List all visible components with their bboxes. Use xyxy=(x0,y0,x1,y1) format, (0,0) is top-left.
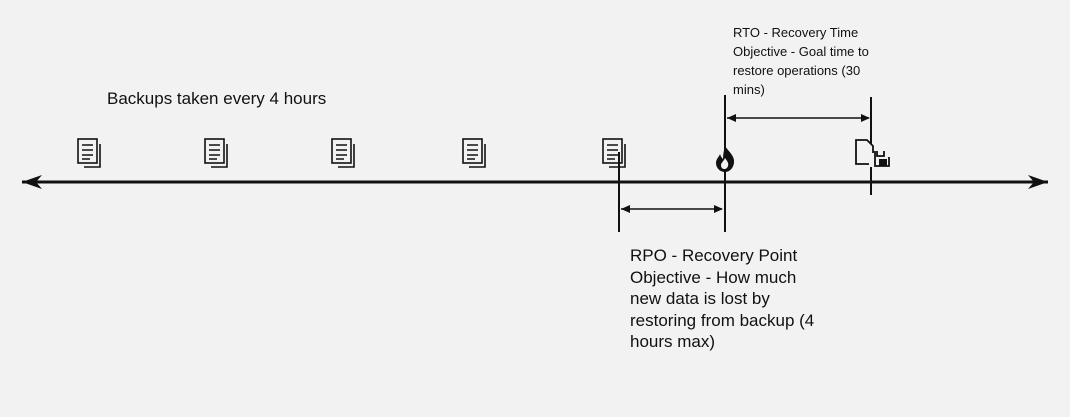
rpo-label: RPO - Recovery Point Objective - How muc… xyxy=(630,246,815,351)
incident-marker xyxy=(716,95,735,232)
document-copy-icon xyxy=(77,138,101,168)
document-copy-icon xyxy=(462,138,486,168)
rto-label: RTO - Recovery Time Objective - Goal tim… xyxy=(733,25,869,97)
arrow-left-icon xyxy=(621,205,630,213)
rpo-interval xyxy=(618,152,723,232)
restore-document-icon xyxy=(855,139,890,167)
arrow-right-icon xyxy=(714,205,723,213)
backups-label: Backups taken every 4 hours xyxy=(107,89,327,108)
fire-icon xyxy=(716,146,735,172)
rto-interval xyxy=(727,97,872,195)
arrow-right-icon xyxy=(1028,175,1048,189)
document-copy-icon xyxy=(204,138,228,168)
document-copy-icon xyxy=(602,138,626,168)
document-copy-icon xyxy=(331,138,355,168)
arrow-right-icon xyxy=(861,114,870,122)
arrow-left-icon xyxy=(727,114,736,122)
backup-icons xyxy=(77,138,626,168)
timeline-axis xyxy=(22,175,1048,189)
arrow-left-icon xyxy=(22,175,42,189)
